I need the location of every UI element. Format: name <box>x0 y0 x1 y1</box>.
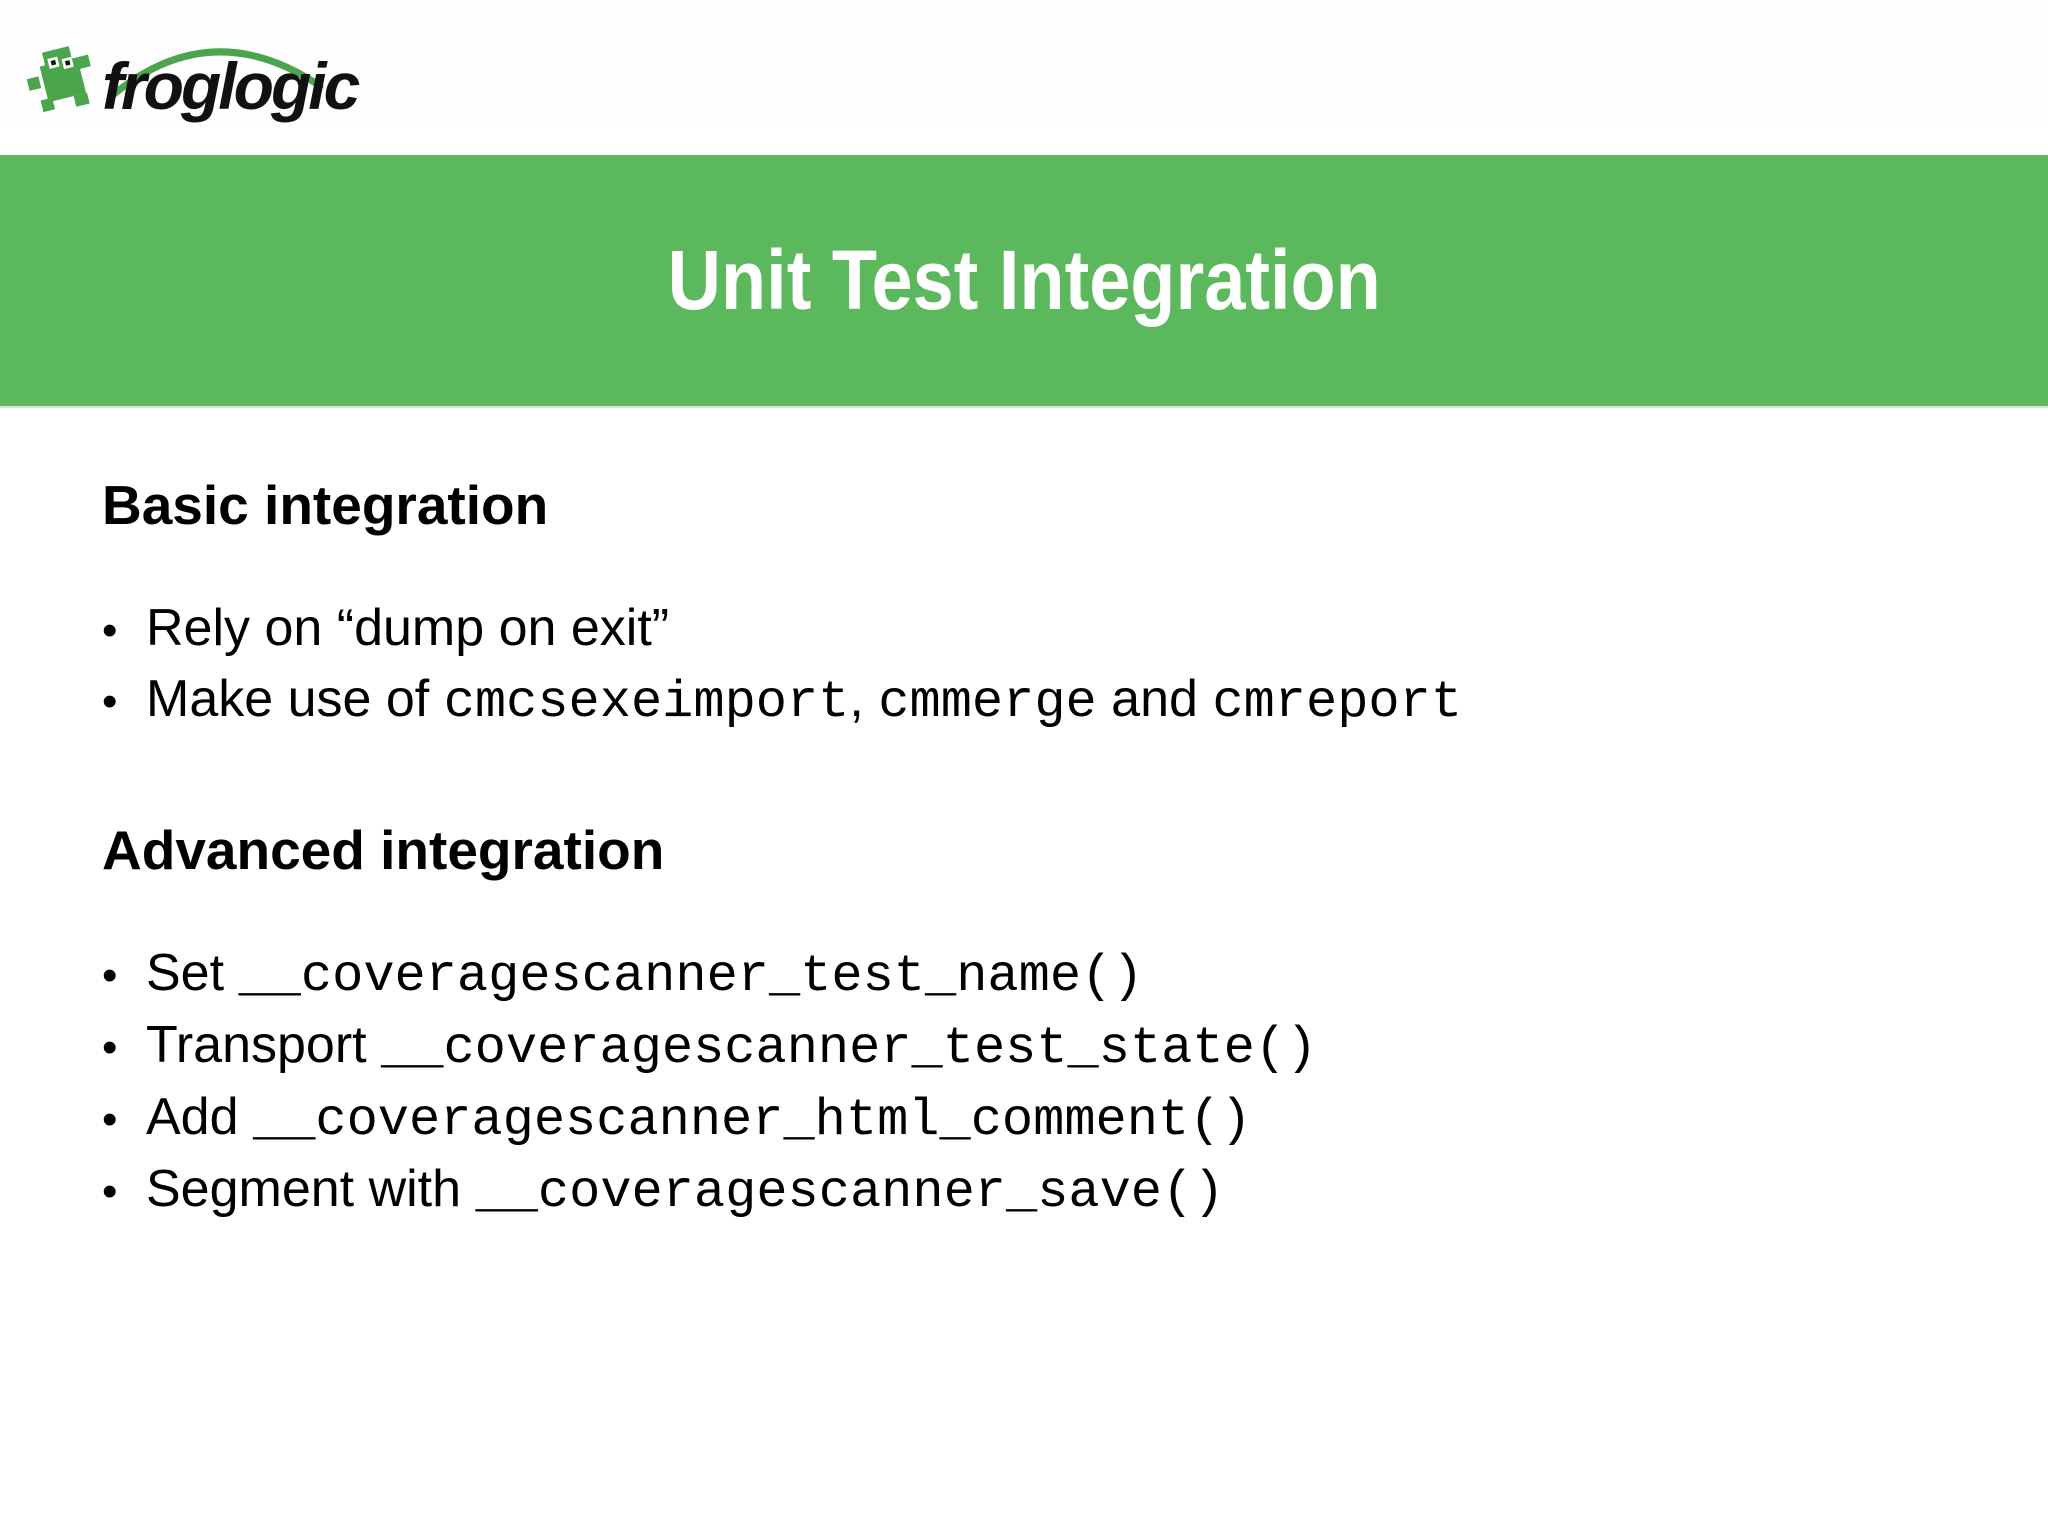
bullet-text: Rely on “dump on exit” <box>146 594 669 662</box>
section-heading: Advanced integration <box>102 819 665 881</box>
text-fragment: Set <box>146 944 239 1002</box>
code-fragment: cmmerge <box>878 673 1097 732</box>
bullet-icon: • <box>102 606 118 655</box>
bullet-item: • Set __coveragescanner_test_name() <box>102 939 1968 1011</box>
code-fragment: cmreport <box>1212 673 1463 732</box>
bullet-text: Make use of cmcsexeimport, cmmerge and c… <box>146 665 1462 737</box>
title-band: Unit Test Integration <box>0 155 2048 408</box>
content-section: Basic integration • Rely on “dump on exit… <box>102 472 1968 737</box>
slide-body: Basic integration • Rely on “dump on exit… <box>0 408 2048 1307</box>
froglogic-logo: froglogic <box>16 6 396 151</box>
code-fragment: __coveragescanner_save() <box>475 1163 1225 1222</box>
bullet-icon: • <box>102 1095 118 1144</box>
frog-icon <box>26 46 91 113</box>
bullet-text: Transport __coveragescanner_test_state() <box>146 1011 1317 1083</box>
text-fragment: Rely on “dump on exit” <box>146 599 670 657</box>
code-fragment: __coveragescanner_test_state() <box>381 1019 1318 1078</box>
bullet-item: • Transport __coveragescanner_test_state(… <box>102 1011 1968 1083</box>
bullet-item: • Add __coveragescanner_html_comment() <box>102 1083 1968 1155</box>
content-section: Advanced integration • Set __coveragescan… <box>102 817 1968 1227</box>
text-fragment: and <box>1096 670 1213 728</box>
code-fragment: cmcsexeimport <box>443 673 850 732</box>
bullet-item: • Make use of cmcsexeimport, cmmerge and … <box>102 665 1968 737</box>
bullet-icon: • <box>102 1167 118 1216</box>
bullet-item: • Rely on “dump on exit” <box>102 594 1968 665</box>
bullet-list: • Rely on “dump on exit” • Make use of cmc… <box>102 594 1968 737</box>
logo-arc-icon <box>110 48 324 98</box>
bullet-text: Segment with __coveragescanner_save() <box>146 1155 1224 1227</box>
logo-text: froglogic <box>102 49 360 123</box>
slide-title: Unit Test Integration <box>667 233 1381 327</box>
sections-container: Basic integration • Rely on “dump on exit… <box>102 472 1968 1227</box>
bullet-icon: • <box>102 951 118 1000</box>
section-heading: Basic integration <box>102 474 549 536</box>
bullet-text: Set __coveragescanner_test_name() <box>146 939 1143 1011</box>
code-fragment: __coveragescanner_test_name() <box>238 947 1144 1006</box>
text-fragment: Add <box>146 1088 253 1146</box>
bullet-item: • Segment with __coveragescanner_save() <box>102 1155 1968 1227</box>
text-fragment: Segment with <box>146 1160 476 1218</box>
bullet-list: • Set __coveragescanner_test_name() • Tran… <box>102 939 1968 1227</box>
code-fragment: __coveragescanner_html_comment() <box>252 1091 1252 1150</box>
text-fragment: Transport <box>146 1016 382 1074</box>
logo-header: froglogic <box>0 0 2048 155</box>
bullet-text: Add __coveragescanner_html_comment() <box>146 1083 1252 1155</box>
text-fragment: Make use of <box>146 670 444 728</box>
bullet-icon: • <box>102 677 118 726</box>
text-fragment: , <box>849 670 879 728</box>
bullet-icon: • <box>102 1023 118 1072</box>
